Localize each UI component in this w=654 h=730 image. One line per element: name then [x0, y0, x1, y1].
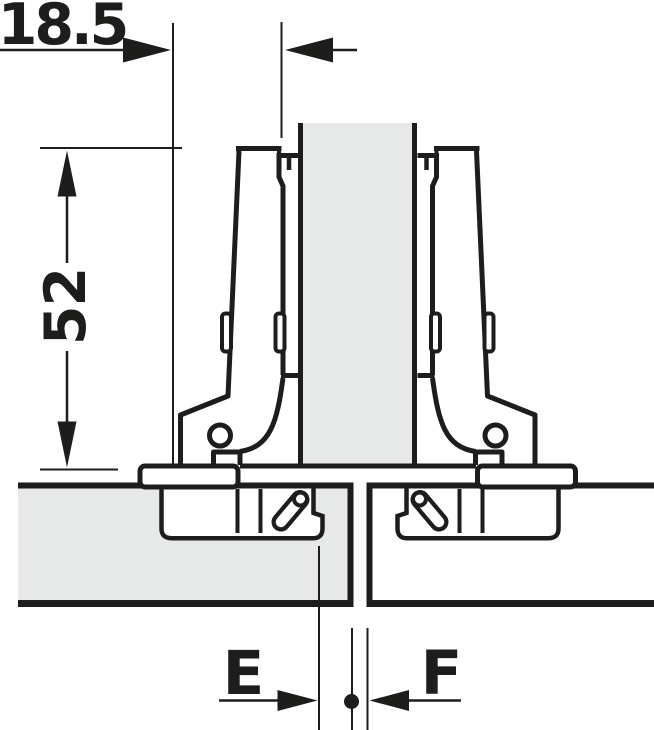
right-cam-pin-icon: [411, 490, 428, 508]
dimension-label-side: 52: [33, 268, 99, 345]
reference-dot-icon: [344, 694, 359, 709]
partition-fill: [298, 123, 417, 466]
dimension-label-E: E: [223, 638, 265, 709]
right-arm-outer-edge: [474, 150, 538, 464]
right-arm-inner-edge: [430, 157, 439, 375]
left-arm-inner-slot: [273, 311, 287, 354]
arrowhead-down-icon: [57, 421, 77, 468]
right-cup-cam-boss: [410, 490, 449, 532]
dimension-side-length: 52: [33, 147, 182, 471]
dimension-label-F: F: [421, 638, 463, 709]
right-mounting-plate-flange: [475, 463, 578, 490]
left-mounting-plate-flange: [137, 463, 241, 490]
arrowhead-left-icon: [285, 37, 333, 63]
dimension-top-offset: 18.5: [0, 0, 357, 464]
left-cam-pin-icon: [292, 490, 309, 508]
right-hinge: [417, 146, 578, 490]
right-arm-inner-slot: [429, 311, 442, 354]
right-plate-boss-step: [473, 449, 505, 465]
left-plate-boss-step: [211, 449, 243, 465]
left-arm-inner-edge: [276, 157, 286, 375]
arrowhead-F-icon: [369, 690, 409, 711]
dimension-label-top: 18.5: [0, 0, 126, 58]
left-hinge: [137, 146, 298, 490]
left-adjustment-screw-icon: [207, 422, 233, 449]
left-arm-outer-slot: [220, 311, 233, 354]
arrowhead-E-icon: [277, 690, 318, 711]
right-arm-outer-slot: [482, 311, 496, 354]
center-partition-panel: [240, 123, 476, 469]
arrowhead-right-icon: [123, 37, 171, 63]
left-arm-outer-edge: [178, 150, 242, 464]
right-adjustment-screw-icon: [482, 422, 509, 449]
doors: [18, 482, 654, 607]
left-cup-cam-boss: [271, 490, 310, 532]
arrowhead-up-icon: [57, 150, 77, 197]
left-arm-heel-curve: [239, 377, 286, 454]
dimension-door-gaps: E F: [219, 546, 462, 730]
right-arm-heel-curve: [430, 377, 476, 454]
